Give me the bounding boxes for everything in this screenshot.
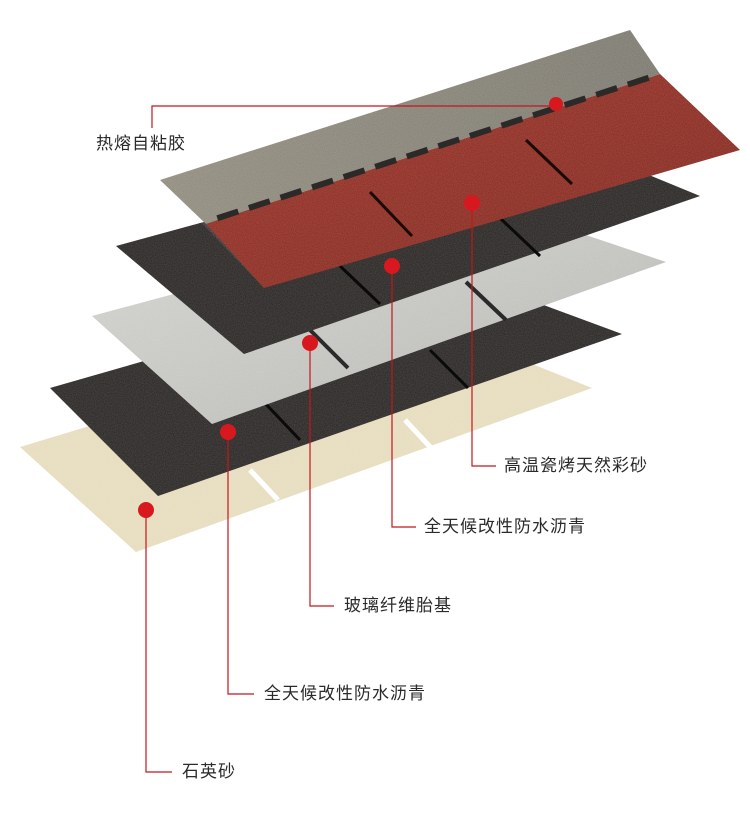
- leader-line-asphalt-upper: [391, 266, 416, 528]
- adhesive-strip: [563, 95, 587, 108]
- label-adhesive: 热熔自粘胶: [96, 134, 186, 154]
- adhesive-strip: [532, 105, 555, 119]
- slot-line: [428, 348, 470, 390]
- slot-line: [248, 468, 280, 502]
- label-quartz: 石英砂: [182, 762, 236, 782]
- leader-line-quartz: [145, 510, 172, 773]
- slot-line: [260, 398, 302, 442]
- label-sand-top: 高温瓷烤天然彩砂: [504, 456, 648, 476]
- adhesive-strip: [247, 198, 271, 211]
- leader-lines: [145, 105, 556, 773]
- leader-line-sand-top: [471, 203, 496, 467]
- leader-line-adhesive: [151, 105, 556, 128]
- label-asphalt-lower: 全天候改性防水沥青: [264, 684, 426, 704]
- slot-line: [306, 326, 350, 370]
- adhesive-strip: [374, 157, 398, 170]
- adhesive-strip: [500, 116, 524, 129]
- adhesive-strip: [437, 136, 461, 150]
- marker-fiberglass: [302, 335, 318, 351]
- marker-asphalt-lower: [220, 424, 236, 440]
- label-asphalt-upper: 全天候改性防水沥青: [424, 517, 586, 537]
- marker-asphalt-upper: [384, 258, 400, 274]
- marker-quartz: [138, 502, 154, 518]
- marker-adhesive: [549, 97, 563, 111]
- label-fiberglass: 玻璃纤维胎基: [344, 596, 452, 616]
- adhesive-strip: [626, 74, 650, 88]
- slot-line: [464, 280, 508, 322]
- adhesive-strip: [342, 167, 366, 180]
- layer-granule-surface: [160, 30, 740, 288]
- leader-line-fiberglass: [309, 343, 334, 607]
- adhesive-strip: [216, 208, 240, 222]
- adhesive-strip: [279, 188, 303, 201]
- leader-line-asphalt-lower: [227, 432, 254, 695]
- layer-markers: [138, 97, 563, 518]
- layer-fiberglass-mat: [92, 206, 666, 424]
- slot-line: [368, 190, 414, 238]
- adhesive-strip: [468, 126, 492, 139]
- adhesive-strip: [595, 85, 619, 98]
- adhesive-strip-row: [216, 74, 650, 222]
- slot-line: [338, 264, 382, 306]
- slot-line: [498, 216, 542, 258]
- adhesive-strip: [311, 177, 334, 191]
- adhesive-strip: [405, 146, 429, 160]
- marker-sand-top: [464, 195, 480, 211]
- slot-line: [403, 418, 435, 452]
- slot-line: [524, 138, 574, 186]
